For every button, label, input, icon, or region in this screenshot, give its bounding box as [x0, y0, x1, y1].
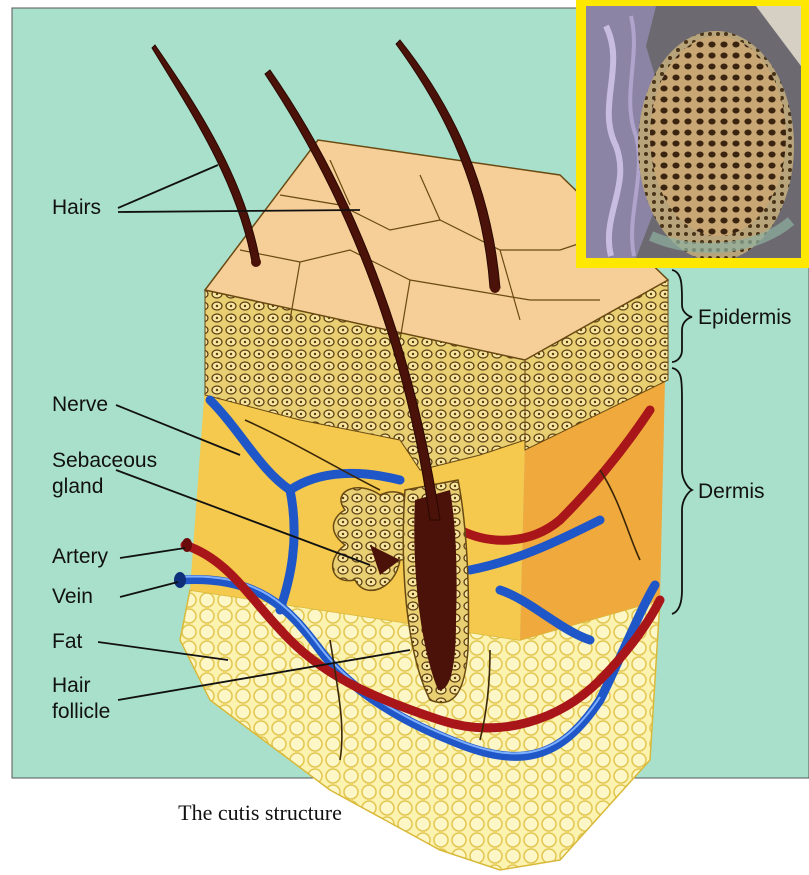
hair-root-dot	[251, 257, 261, 267]
label-fat: Fat	[52, 630, 82, 654]
vein-cut-end	[174, 572, 186, 588]
diagram-caption: The cutis structure	[0, 800, 520, 826]
label-vein: Vein	[52, 585, 93, 609]
artery-cut-end	[182, 538, 192, 552]
label-sebaceous-gland-line1: Sebaceous	[52, 449, 157, 473]
label-hair-follicle-line1: Hair	[52, 674, 91, 698]
label-nerve: Nerve	[52, 393, 108, 417]
label-hair-follicle-line2: follicle	[52, 700, 110, 724]
hair-root-dot	[490, 283, 500, 293]
micrograph-image	[586, 6, 801, 258]
label-epidermis: Epidermis	[698, 306, 791, 330]
label-artery: Artery	[52, 545, 108, 569]
label-dermis: Dermis	[698, 480, 765, 504]
label-hairs: Hairs	[52, 196, 101, 220]
micrograph-inset	[576, 0, 809, 268]
label-sebaceous-gland-line2: gland	[52, 475, 103, 499]
